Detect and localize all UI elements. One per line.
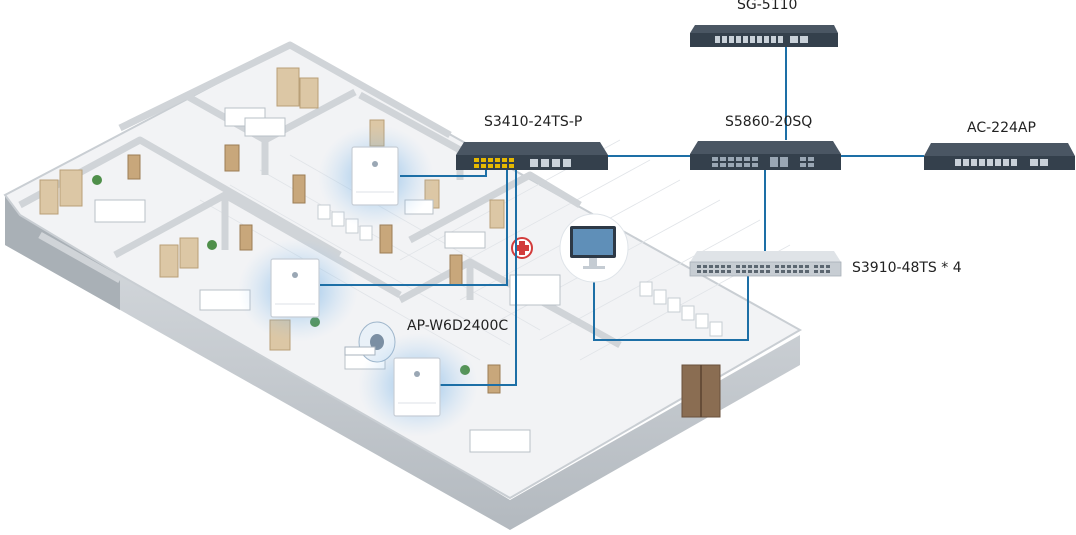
cabinets bbox=[39, 67, 505, 351]
furniture bbox=[94, 107, 561, 453]
door bbox=[487, 364, 501, 394]
outer-wall-left bbox=[5, 195, 800, 530]
access-point bbox=[351, 146, 399, 206]
rack-48port-switch-icon bbox=[689, 251, 842, 277]
controller-label: AC-224AP bbox=[967, 120, 1036, 136]
door bbox=[379, 224, 393, 254]
core-switch-label: S5860-20SQ bbox=[725, 114, 813, 130]
door bbox=[292, 174, 306, 204]
desktop-computer-icon bbox=[559, 213, 629, 283]
rack-core-switch-icon bbox=[690, 141, 841, 170]
access-point-label: AP-W6D2400C bbox=[407, 318, 509, 334]
rack-gateway-icon bbox=[690, 25, 838, 47]
door bbox=[127, 154, 141, 180]
link-access-ap1 bbox=[400, 170, 487, 177]
waiting-chairs bbox=[317, 204, 723, 337]
access-point bbox=[393, 357, 441, 417]
doors bbox=[127, 144, 501, 394]
link-access-ap2 bbox=[320, 170, 508, 286]
network-links bbox=[320, 47, 924, 386]
rack-poe-switch-icon bbox=[456, 142, 608, 170]
door bbox=[449, 254, 463, 286]
floor-switch-label: S3910-48TS * 4 bbox=[852, 260, 962, 276]
access-switch-label: S3410-24TS-P bbox=[484, 114, 583, 130]
gateway-label: SG-5110 bbox=[737, 0, 798, 13]
floor-plan bbox=[3, 41, 803, 530]
door bbox=[239, 224, 253, 251]
link-floor-pc bbox=[593, 276, 749, 341]
link-access-ap3 bbox=[440, 170, 517, 386]
access-point bbox=[270, 258, 320, 318]
door bbox=[224, 144, 240, 172]
rack-controller-icon bbox=[924, 143, 1075, 170]
